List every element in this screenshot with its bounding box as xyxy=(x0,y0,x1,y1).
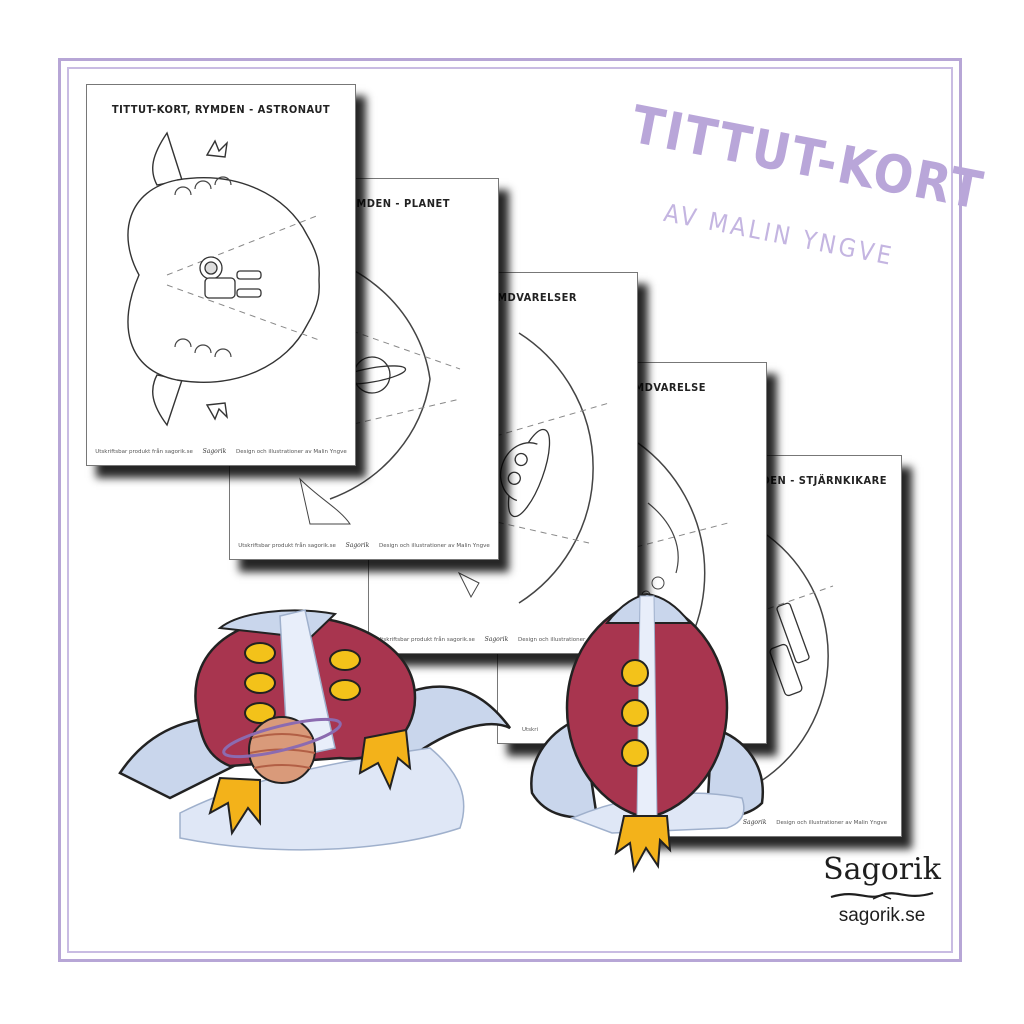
footer-source: Utskriftsbar produkt från sagorik.se xyxy=(377,637,475,643)
mini-logo: Sagorik xyxy=(742,819,767,826)
footer-credit: Design och illustrationer av Malin Yngve xyxy=(517,637,629,643)
sheet-footer: Utskriftsbar produkt från sagorik.se Sag… xyxy=(230,542,498,549)
footer-source: Utskriftsbar produkt från sagorik.se xyxy=(95,449,193,455)
mini-logo: Sagorik xyxy=(202,448,227,455)
folded-rocket-upright-photo xyxy=(530,592,764,874)
outer-frame xyxy=(58,58,962,962)
sheet-footer: Utskri xyxy=(522,727,766,733)
logo-url: sagorik.se xyxy=(838,905,926,926)
sheet-title: RYMDEN - PLANET xyxy=(341,197,450,210)
footer-credit: Design och illustrationer av Malin Yngve xyxy=(378,543,490,549)
footer-source: Utskriftsbar produkt från sagorik.se xyxy=(238,543,336,549)
mini-logo: Sagorik xyxy=(484,636,509,643)
footer-credit: Design och illustrationer av Malin Yngve xyxy=(235,449,347,455)
sheet-art xyxy=(633,525,834,787)
folded-rocket-planet-photo xyxy=(118,609,512,851)
sheet-astronaut: TITTUT-KORT, RYMDEN - ASTRONAUT Utskrift… xyxy=(86,84,356,466)
sheet-footer: Sagorik Design och illustrationer av Mal… xyxy=(735,819,887,826)
inner-frame xyxy=(67,67,953,953)
mini-logo: Sagorik xyxy=(345,542,370,549)
sheet-art xyxy=(127,131,320,427)
footer-source: Utskri xyxy=(522,727,539,733)
sheet-title: TITTUT-KORT, RYMDEN - ASTRONAUT xyxy=(111,103,331,116)
brand-logo: Sagorik sagorik.se xyxy=(822,852,942,927)
sheet-footer: Utskriftsbar produkt från sagorik.se Sag… xyxy=(87,448,355,455)
book-swash-icon xyxy=(830,891,934,900)
footer-credit: Design och illustrationer av Malin Yngve xyxy=(776,820,887,826)
sheet-title: DEN - STJÄRNKIKARE xyxy=(761,474,887,487)
logo-wordmark: Sagorik xyxy=(823,852,941,887)
sheet-footer: Utskriftsbar produkt från sagorik.se Sag… xyxy=(369,636,637,643)
